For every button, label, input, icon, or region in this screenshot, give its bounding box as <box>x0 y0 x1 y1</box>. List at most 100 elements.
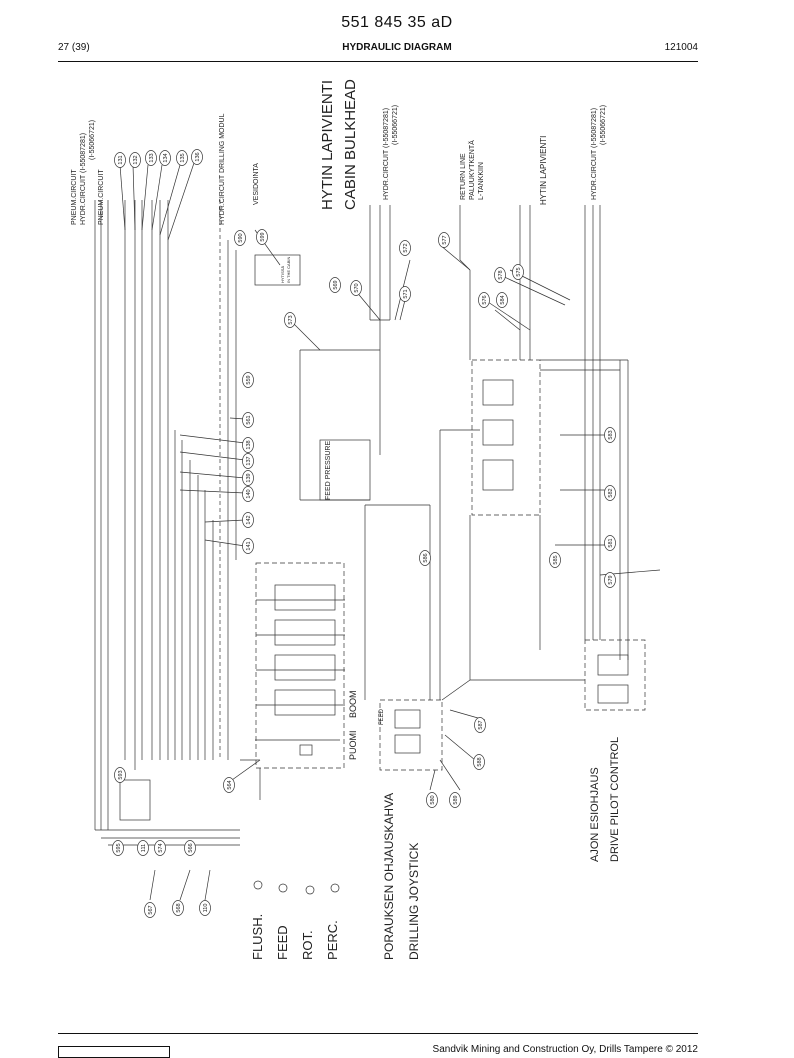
label-paluukytkenta: PALUUKYTKENTÄ <box>468 140 476 200</box>
header-rule <box>58 61 698 62</box>
callout-label: 586 <box>423 553 429 562</box>
callout-label: 585 <box>553 555 559 564</box>
callout-label: 572 <box>403 243 409 252</box>
label-rot: ROT. <box>300 930 315 960</box>
label-in-the-cabin: IN THE CABIN <box>286 257 291 283</box>
callout-588: 588 <box>473 754 485 770</box>
callout-595: 595 <box>112 840 124 856</box>
page-title: HYDRAULIC DIAGRAM <box>342 42 452 53</box>
label-pneum-circuit-2: PNEUM.CIRCUIT <box>98 169 105 225</box>
callout-566: 566 <box>184 840 196 856</box>
callout-567: 567 <box>144 902 156 918</box>
document-code: 121004 <box>664 42 698 53</box>
callout-label: 588 <box>477 757 483 766</box>
label-joystick-feed: FEED <box>379 708 385 725</box>
sandvik-logo <box>58 1046 170 1058</box>
callout-bubbles: 131 132 133 134 135 136 138 137 139 140 142 141 590 5… <box>112 149 616 918</box>
callout-label: 581 <box>608 538 614 547</box>
callout-133: 133 <box>145 150 157 166</box>
callout-559: 559 <box>242 372 254 388</box>
callout-label: 589 <box>453 795 459 804</box>
label-perc: PERC. <box>325 920 340 960</box>
label-feed: FEED <box>275 925 290 960</box>
callout-572: 572 <box>399 240 411 256</box>
callout-575: 575 <box>512 264 524 280</box>
callout-label: 138 <box>246 440 252 449</box>
callout-label: 577 <box>442 235 448 244</box>
label-drive-pilot-control: DRIVE PILOT CONTROL <box>609 737 621 862</box>
callout-label: 578 <box>498 270 504 279</box>
callout-label: 599 <box>260 232 266 241</box>
callout-593: 593 <box>114 767 126 783</box>
callout-label: 140 <box>246 489 252 498</box>
callout-label: 569 <box>333 280 339 289</box>
label-vesidointa: VESIDOINTA <box>253 163 260 205</box>
callout-label: 567 <box>148 905 154 914</box>
callout-577: 577 <box>438 232 450 248</box>
label-hydr-drilling-modul: HYDR.CIRCUIT DRILLING MODUL <box>219 113 226 225</box>
callout-label: 131 <box>118 155 124 164</box>
callout-571: 571 <box>399 286 411 302</box>
callout-label: 141 <box>246 541 252 550</box>
callout-label: 568 <box>176 903 182 912</box>
callout-label: 574 <box>158 843 164 852</box>
callout-label: 111 <box>141 844 147 852</box>
label-flush: FLUSH. <box>250 914 265 960</box>
label-return-line: RETURN LINE <box>460 153 467 200</box>
label-boom: BOOM <box>348 690 358 718</box>
callout-label: 142 <box>246 515 252 524</box>
callout-label: 590 <box>238 233 244 242</box>
callout-139: 139 <box>242 470 254 486</box>
callout-586: 586 <box>419 550 431 566</box>
label-pneum-circuit: PNEUM.CIRCUIT <box>71 169 78 225</box>
label-porauksen-ohjauskahva: PORAUKSEN OHJAUSKAHVA <box>382 793 396 960</box>
callout-label: 132 <box>133 155 139 164</box>
callout-label: 570 <box>354 283 360 292</box>
callout-580: 580 <box>426 792 438 808</box>
callout-label: 134 <box>163 153 169 162</box>
footer-copyright: Sandvik Mining and Construction Oy, Dril… <box>432 1044 698 1055</box>
label-hytissa: HYTISSÄ <box>280 266 285 283</box>
callout-599: 599 <box>256 229 268 245</box>
callout-label: 559 <box>246 375 252 384</box>
callout-137: 137 <box>242 453 254 469</box>
callout-564: 564 <box>223 777 235 793</box>
callout-label: 575 <box>516 267 522 276</box>
callout-label: 580 <box>430 795 436 804</box>
callout-131: 131 <box>114 152 126 168</box>
callout-573: 573 <box>284 312 296 328</box>
diagram-lines <box>94 159 661 901</box>
label-cabin-bulkhead: CABIN BULKHEAD <box>342 79 359 210</box>
callout-569: 569 <box>329 277 341 293</box>
callout-111: 111 <box>137 840 149 856</box>
callout-label: 584 <box>500 295 506 304</box>
callout-582: 582 <box>604 485 616 501</box>
label-hydr-circuit-3: HYDR.CIRCUIT (I-55087281) <box>591 108 598 200</box>
callout-589: 589 <box>449 792 461 808</box>
callout-label: 573 <box>288 315 294 324</box>
callout-135: 135 <box>176 150 188 166</box>
bottom-labels: FLUSH. FEED ROT. PERC. PORAUKSEN OHJAUSK… <box>250 737 621 960</box>
callout-136: 136 <box>191 149 203 165</box>
callout-label: 135 <box>180 153 186 162</box>
top-labels: PNEUM.CIRCUIT HYDR.CIRCUIT (I-55087281) … <box>71 79 607 225</box>
callout-label: 137 <box>246 456 252 465</box>
label-drilling-joystick: DRILLING JOYSTICK <box>407 843 421 960</box>
callout-label: 582 <box>608 488 614 497</box>
callout-585: 585 <box>549 552 561 568</box>
label-hydr-circuit-2b: (I-55066721) <box>392 105 399 145</box>
callout-584: 584 <box>496 292 508 308</box>
callout-label: 593 <box>118 770 124 779</box>
callout-561: 561 <box>242 412 254 428</box>
callout-590: 590 <box>234 230 246 246</box>
callout-587: 587 <box>474 717 486 733</box>
callout-141: 141 <box>242 538 254 554</box>
callout-138: 138 <box>242 437 254 453</box>
callout-label: 564 <box>227 780 233 789</box>
callout-132: 132 <box>129 152 141 168</box>
callout-134: 134 <box>159 150 171 166</box>
label-l-tankkiin: L-TANKKIIN <box>478 162 485 200</box>
page-number: 27 (39) <box>58 42 90 53</box>
label-hytin-lapivienti: HYTIN LAPIVIENTI <box>319 80 336 210</box>
